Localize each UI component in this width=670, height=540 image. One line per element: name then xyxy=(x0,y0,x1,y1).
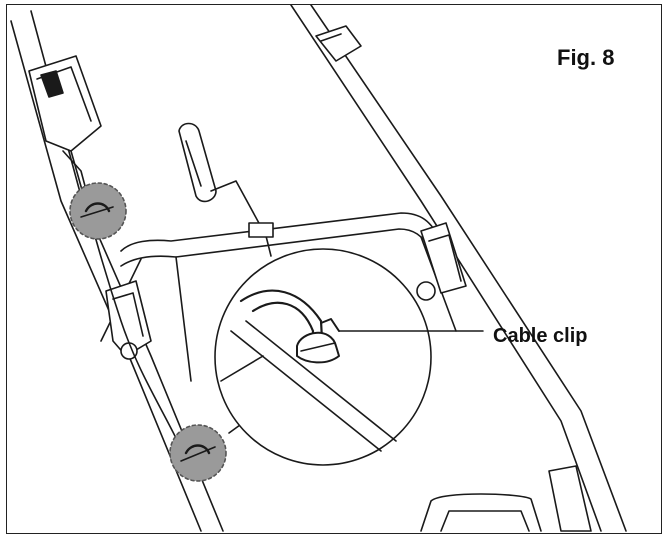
cable-clip-icon xyxy=(296,318,340,364)
right-top-knob xyxy=(315,25,362,62)
left-lower-knob xyxy=(105,280,152,360)
cable-clip-highlight-bottom xyxy=(169,424,227,482)
right-adjust-knob xyxy=(416,222,467,301)
switch-box-icon xyxy=(28,55,102,202)
bottom-right-knob xyxy=(548,465,592,532)
height-lever-icon xyxy=(178,122,274,257)
cable-clip-label: Cable clip xyxy=(493,325,588,347)
cable-clip-highlight-top xyxy=(69,182,127,240)
mower-handle-diagram xyxy=(10,5,627,532)
right-handle-bar xyxy=(290,5,627,532)
detail-magnifier xyxy=(214,248,484,466)
figure-label: Fig. 8 xyxy=(557,45,615,70)
bottom-tray xyxy=(420,493,542,532)
figure-frame: Fig. 8 Cable clip xyxy=(6,4,662,534)
